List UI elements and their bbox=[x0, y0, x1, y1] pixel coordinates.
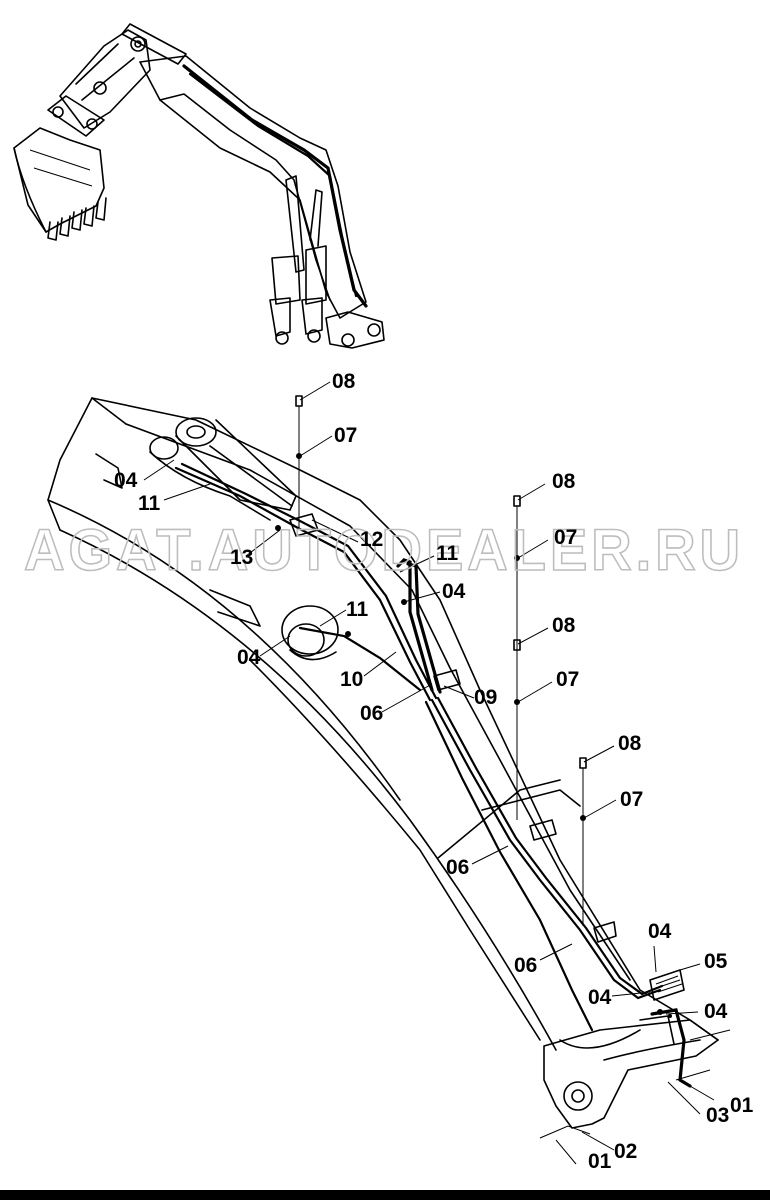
callout-08: 08 bbox=[552, 470, 576, 493]
hydraulic-lines bbox=[174, 462, 692, 1088]
callout-11: 11 bbox=[436, 542, 459, 565]
callout-11: 11 bbox=[138, 492, 161, 515]
callout-07: 07 bbox=[620, 788, 643, 811]
callout-07: 07 bbox=[334, 424, 357, 447]
callout-leaders bbox=[143, 381, 715, 1165]
callout-04: 04 bbox=[442, 580, 466, 603]
callout-07: 07 bbox=[554, 526, 577, 549]
callout-numbers: 08 07 04 11 13 12 11 08 07 04 11 08 04 0… bbox=[114, 370, 754, 1173]
callout-08: 08 bbox=[618, 732, 642, 755]
callout-01: 01 bbox=[588, 1150, 612, 1173]
callout-08: 08 bbox=[332, 370, 356, 393]
callout-04: 04 bbox=[114, 469, 138, 492]
boom-outline bbox=[47, 397, 731, 1139]
callout-07: 07 bbox=[556, 668, 579, 691]
callout-06: 06 bbox=[446, 856, 469, 879]
callout-12: 12 bbox=[360, 528, 383, 551]
callout-03: 03 bbox=[706, 1104, 729, 1127]
callout-02: 02 bbox=[614, 1140, 637, 1163]
callout-04: 04 bbox=[237, 646, 261, 669]
callout-10: 10 bbox=[340, 668, 363, 691]
callout-04: 04 bbox=[704, 1000, 728, 1023]
callout-01: 01 bbox=[730, 1094, 754, 1117]
callout-06: 06 bbox=[360, 702, 383, 725]
callout-09: 09 bbox=[474, 686, 497, 709]
callout-05: 05 bbox=[704, 950, 728, 973]
callout-06: 06 bbox=[514, 954, 537, 977]
callout-08: 08 bbox=[552, 614, 576, 637]
bottom-border-bar bbox=[0, 1190, 770, 1200]
callout-11: 11 bbox=[346, 598, 369, 621]
watermark-text: AGAT.AUTODEALER.RU bbox=[24, 518, 744, 583]
excavator-overview-illustration bbox=[13, 23, 385, 349]
callout-04: 04 bbox=[648, 920, 672, 943]
callout-13: 13 bbox=[230, 546, 253, 569]
clamps-and-fittings bbox=[275, 395, 685, 1018]
callout-04: 04 bbox=[588, 986, 612, 1009]
